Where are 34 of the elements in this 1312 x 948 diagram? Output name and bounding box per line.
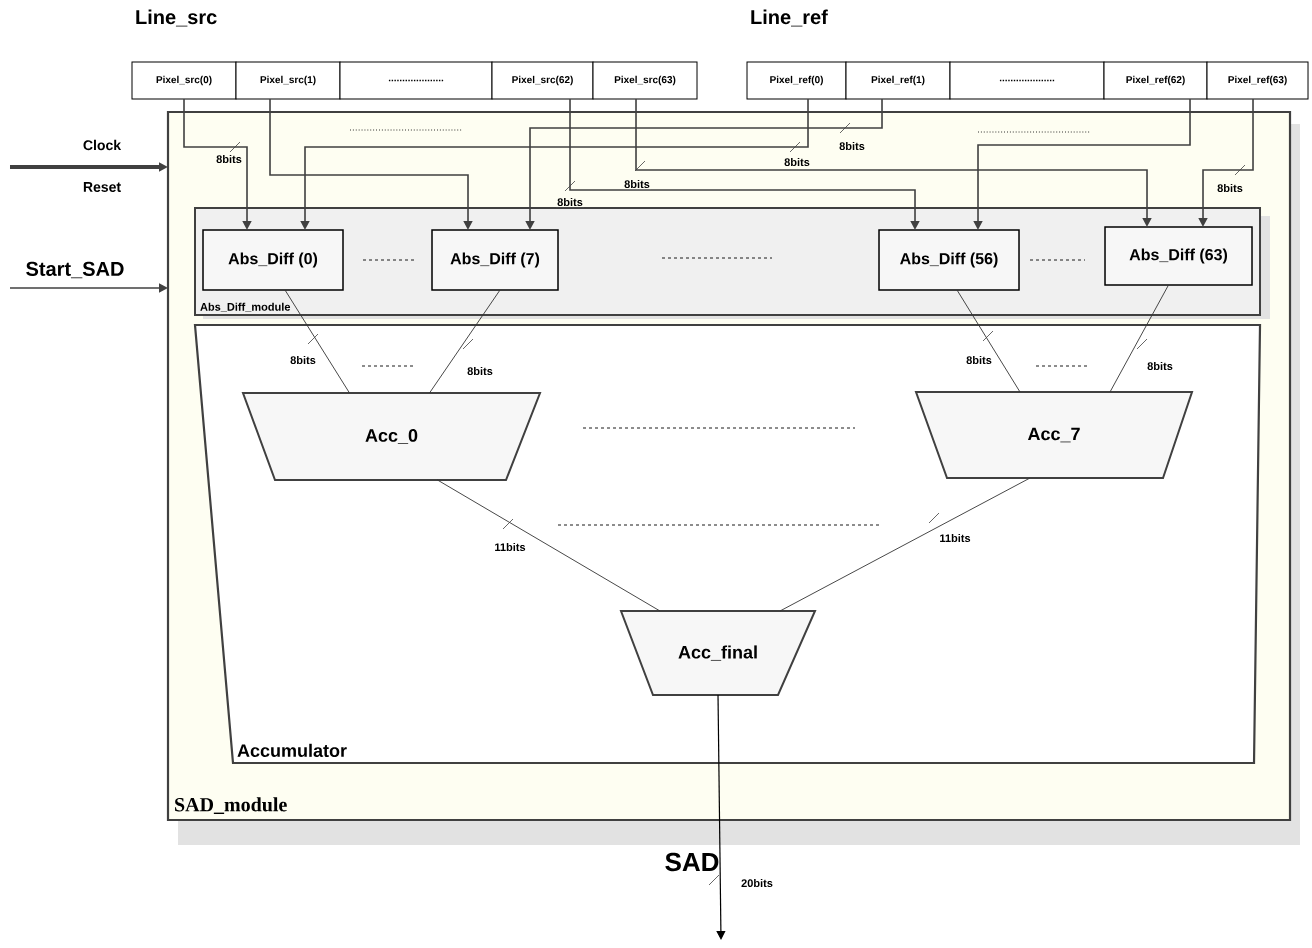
- pixel-cell: Pixel_ref(1): [845, 61, 951, 100]
- process-box: Abs_Diff (56): [878, 229, 1020, 291]
- signal-name: Start_SAD: [26, 261, 124, 279]
- pixel-cell: ....................: [339, 61, 493, 100]
- edge-label: 8bits: [216, 154, 242, 164]
- pixel-cell: Pixel_src(63): [592, 61, 698, 100]
- signal-name: Clock: [83, 139, 122, 151]
- pixel-cell: Pixel_src(0): [131, 61, 237, 100]
- bus-name: Line_src: [136, 9, 217, 27]
- output-name: SAD: [665, 852, 719, 872]
- pixel-cell: Pixel_src(62): [491, 61, 594, 100]
- edge-label: 8bits: [784, 157, 810, 167]
- edge-label: 8bits: [467, 366, 493, 376]
- bus-name: Line_ref: [751, 9, 828, 27]
- pixel-cell: Pixel_src(1): [235, 61, 341, 100]
- edge-label: 8bits: [1147, 361, 1173, 371]
- edge-label: 8bits: [1217, 183, 1243, 193]
- edge-label: 8bits: [839, 141, 865, 151]
- edge-label: 20bits: [741, 879, 773, 888]
- pixel-cell: Pixel_ref(62): [1103, 61, 1208, 100]
- pixel-cell: ....................: [949, 61, 1105, 100]
- process-box: Abs_Diff (7): [431, 229, 559, 291]
- process-box: Abs_Diff (63): [1104, 226, 1253, 286]
- edge-label: 8bits: [557, 197, 583, 207]
- edge-label: 11bits: [495, 542, 526, 552]
- pixel-cell: Pixel_ref(0): [746, 61, 847, 100]
- edge-label: 8bits: [290, 355, 316, 365]
- edge-label: 8bits: [966, 355, 992, 365]
- signal-name: Reset: [83, 182, 121, 192]
- edge-label: 11bits: [940, 533, 971, 543]
- edge-label: 8bits: [624, 179, 650, 189]
- arrow: [716, 694, 726, 940]
- process-box: Abs_Diff (0): [202, 229, 344, 291]
- pixel-cell: Pixel_ref(63): [1206, 61, 1309, 100]
